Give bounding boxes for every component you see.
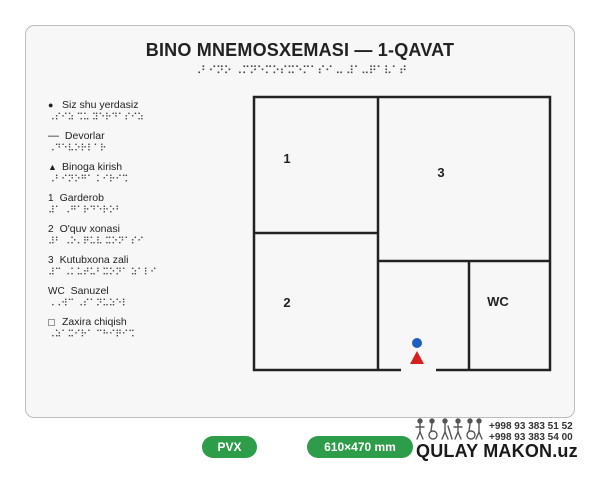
legend-braille: ⠠⠃⠊⠝⠕⠛⠁ ⠅⠊⠗⠊⠩ bbox=[48, 174, 129, 185]
material-badge: PVX bbox=[202, 436, 257, 458]
room-2-label: 2 bbox=[283, 295, 290, 310]
legend-symbol: 2 bbox=[48, 223, 54, 235]
legend-label: Garderob bbox=[59, 192, 104, 204]
legend-label: O'quv xonasi bbox=[59, 223, 120, 235]
entrance-gap bbox=[401, 367, 436, 374]
you-are-here-dot-icon: ● bbox=[48, 100, 54, 110]
legend-braille: ⠼⠁ ⠠⠛⠁⠗⠙⠑⠗⠕⠃ bbox=[48, 205, 122, 216]
phone-number: +998 93 383 54 00 bbox=[489, 432, 573, 443]
legend-braille: ⠠⠵⠁⠭⠊⠗⠁ ⠉⠓⠊⠟⠊⠩ bbox=[48, 329, 135, 340]
legend-symbol: WC bbox=[48, 285, 65, 297]
you-are-here-marker bbox=[412, 338, 422, 348]
legend-symbol: 1 bbox=[48, 192, 54, 204]
legend-item-walls: — Devorlar ⠠⠙⠑⠧⠕⠗⠇⠁⠗ bbox=[48, 129, 258, 160]
legend-braille: ⠼⠉ ⠠⠅⠥⠞⠥⠃⠭⠕⠝⠁ ⠵⠁⠇⠊ bbox=[48, 267, 157, 278]
emergency-exit-icon bbox=[48, 318, 55, 326]
legend-label: Siz shu yerdasiz bbox=[62, 99, 139, 111]
entrance-triangle-icon: ▲ bbox=[48, 162, 57, 172]
legend: ● Siz shu yerdasiz ⠠⠎⠊⠵ ⠩⠥ ⠽⠑⠗⠙⠁⠎⠊⠵ — Dev… bbox=[48, 98, 258, 346]
legend-item-room-3: 3 Kutubxona zali ⠼⠉ ⠠⠅⠥⠞⠥⠃⠭⠕⠝⠁ ⠵⠁⠇⠊ bbox=[48, 253, 258, 284]
legend-braille: ⠠⠎⠊⠵ ⠩⠥ ⠽⠑⠗⠙⠁⠎⠊⠵ bbox=[48, 112, 144, 123]
legend-item-wc: WC Sanuzel ⠠⠠⠺⠉ ⠠⠎⠁⠝⠥⠵⠑⠇ bbox=[48, 284, 258, 315]
legend-braille: ⠠⠠⠺⠉ ⠠⠎⠁⠝⠥⠵⠑⠇ bbox=[48, 298, 129, 309]
legend-label: Sanuzel bbox=[70, 285, 109, 297]
walls bbox=[252, 95, 552, 372]
legend-item-you-are-here: ● Siz shu yerdasiz ⠠⠎⠊⠵ ⠩⠥ ⠽⠑⠗⠙⠁⠎⠊⠵ bbox=[48, 98, 258, 129]
size-badge: 610×470 mm bbox=[307, 436, 413, 458]
room-1-label: 1 bbox=[283, 151, 290, 166]
legend-item-entrance: ▲ Binoga kirish ⠠⠃⠊⠝⠕⠛⠁ ⠅⠊⠗⠊⠩ bbox=[48, 160, 258, 191]
phone-number: +998 93 383 51 52 bbox=[489, 421, 573, 432]
legend-symbol: 3 bbox=[48, 254, 54, 266]
room-wc-label: WC bbox=[487, 294, 509, 309]
plan-title: BINO MNEMOSXEMASI — 1-QAVAT bbox=[145, 40, 455, 60]
legend-label: Kutubxona zali bbox=[59, 254, 129, 266]
legend-label: Devorlar bbox=[64, 130, 105, 142]
sign-panel: BINO MNEMOSXEMASI — 1-QAVAT ⠠⠃⠊⠝⠕ ⠠⠍⠝⠑⠍⠕… bbox=[25, 25, 575, 418]
legend-item-room-2: 2 O'quv xonasi ⠼⠃ ⠠⠕⠄⠟⠥⠧ ⠭⠕⠝⠁⠎⠊ bbox=[48, 222, 258, 253]
legend-item-emergency-exit: Zaxira chiqish ⠠⠵⠁⠭⠊⠗⠁ ⠉⠓⠊⠟⠊⠩ bbox=[48, 315, 258, 346]
entrance-marker bbox=[410, 351, 424, 364]
brand-logo-text: QULAY MAKON.uz bbox=[416, 441, 578, 461]
legend-braille: ⠼⠃ ⠠⠕⠄⠟⠥⠧ ⠭⠕⠝⠁⠎⠊ bbox=[48, 236, 144, 247]
legend-braille: ⠠⠙⠑⠧⠕⠗⠇⠁⠗ bbox=[48, 143, 107, 154]
legend-label: Zaxira chiqish bbox=[62, 316, 127, 328]
legend-label: Binoga kirish bbox=[62, 161, 123, 173]
accessibility-figures-icon bbox=[415, 418, 483, 440]
room-3-label: 3 bbox=[437, 165, 444, 180]
wall-line-icon: — bbox=[48, 130, 59, 142]
legend-item-room-1: 1 Garderob ⠼⠁ ⠠⠛⠁⠗⠙⠑⠗⠕⠃ bbox=[48, 191, 258, 222]
title-braille: ⠠⠃⠊⠝⠕ ⠠⠍⠝⠑⠍⠕⠎⠭⠑⠍⠁⠎⠊ ⠤ ⠼⠁⠤⠟⠁⠧⠁⠞ bbox=[193, 64, 407, 77]
